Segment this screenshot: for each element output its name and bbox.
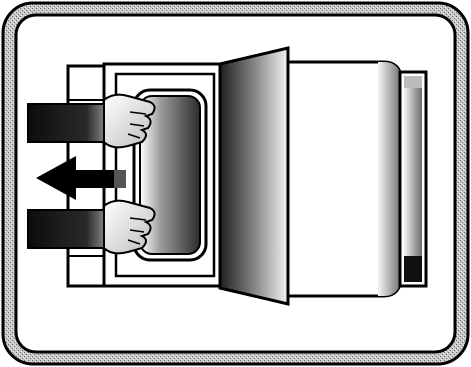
drawer-door	[218, 46, 290, 306]
pull-left-arrow-icon	[36, 156, 126, 200]
lower-hand	[27, 199, 156, 255]
upper-hand	[27, 93, 156, 149]
device-housing	[280, 60, 428, 298]
